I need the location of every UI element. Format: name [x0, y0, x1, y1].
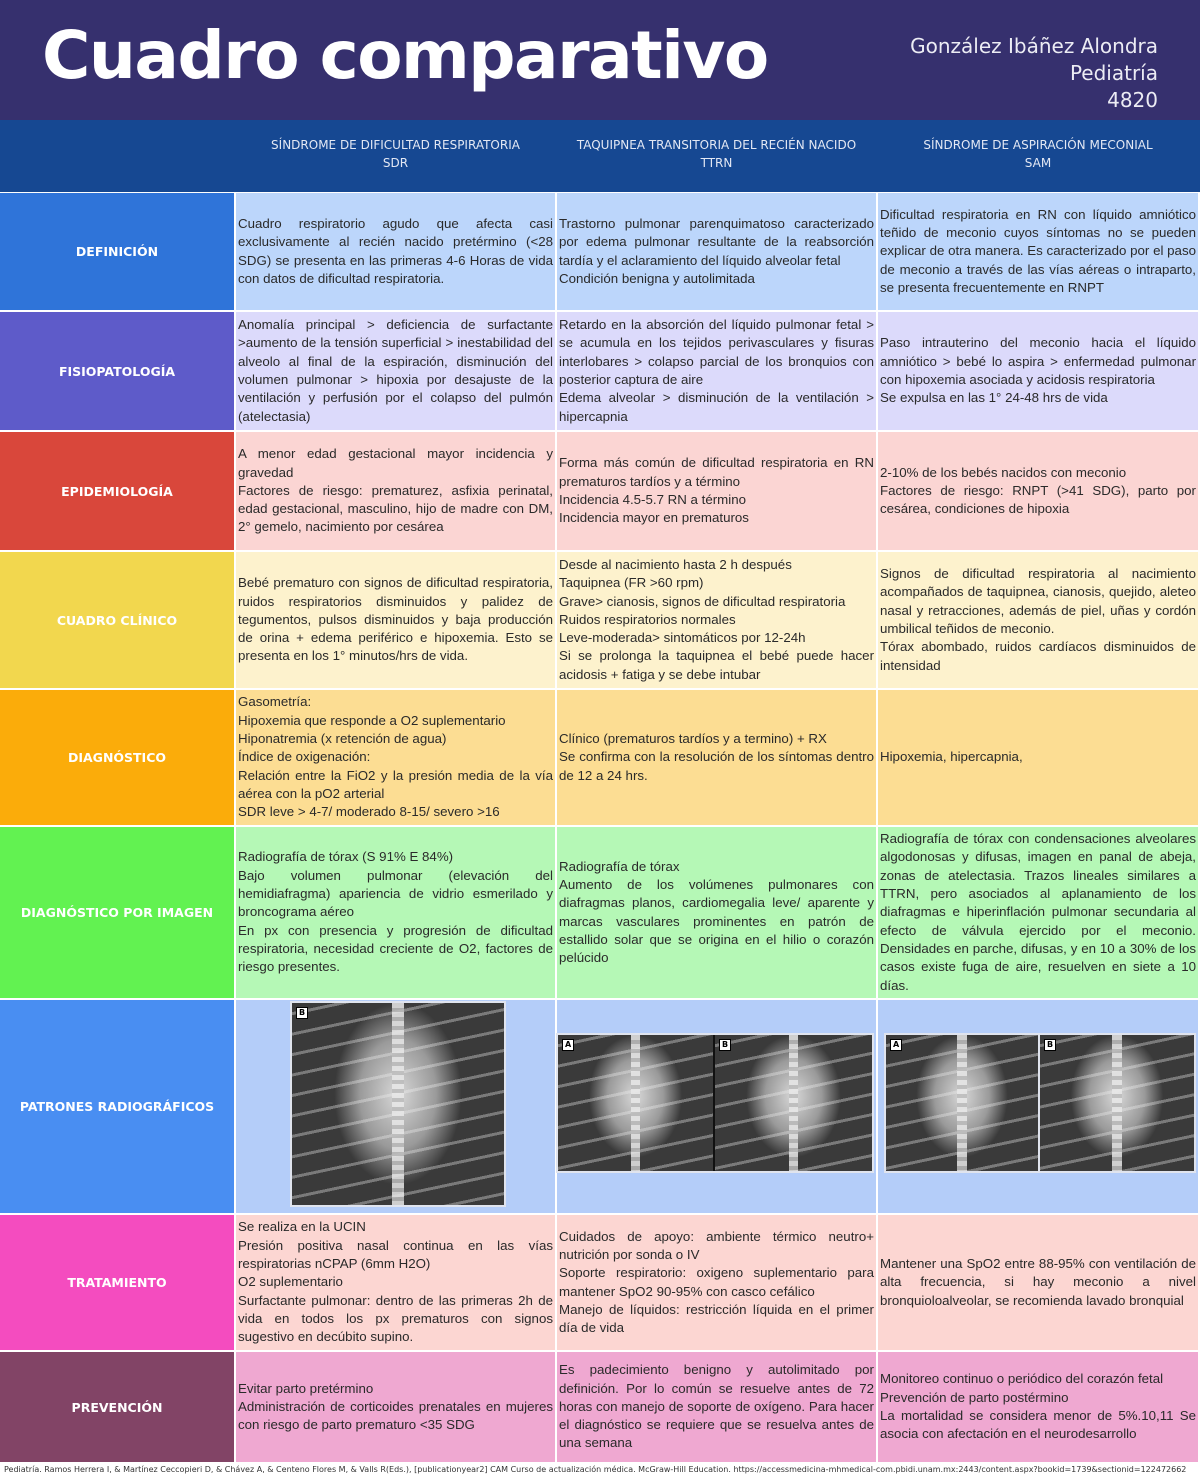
cell-ttrn: Retardo en la absorción del líquido pulm…	[557, 312, 876, 430]
cell-sam: Mantener una SpO2 entre 88-95% con venti…	[878, 1215, 1198, 1350]
column-title: SÍNDROME DE DIFICULTAD RESPIRATORIA	[271, 138, 520, 152]
subject-name: Pediatría	[1069, 61, 1158, 85]
xray-tag: A	[890, 1039, 903, 1051]
row-label: PREVENCIÓN	[0, 1352, 234, 1462]
cell-ttrn: Clínico (prematuros tardíos y a termino)…	[557, 690, 876, 825]
row-label: EPIDEMIOLOGÍA	[0, 432, 234, 550]
cell-text: Mantener una SpO2 entre 88-95% con venti…	[880, 1256, 1196, 1308]
column-abbr: SAM	[1024, 156, 1052, 170]
row-fisiopatologia: FISIOPATOLOGÍA Anomalía principal > defi…	[0, 312, 1200, 430]
cell-text: Dificultad respiratoria en RN con líquid…	[880, 206, 1196, 295]
cell-sdr: Se realiza en la UCIN Presión positiva n…	[236, 1215, 555, 1350]
cell-text: Radiografía de tórax (S 91% E 84%) Bajo …	[238, 849, 553, 975]
cell-ttrn: Radiografía de tórax Aumento de los volú…	[557, 827, 876, 998]
xray-icon: A	[558, 1035, 715, 1171]
cell-sdr: Bebé prematuro con signos de dificultad …	[236, 552, 555, 688]
xray-icon: A	[886, 1035, 1040, 1171]
column-title: TAQUIPNEA TRANSITORIA DEL RECIÉN NACIDO	[576, 138, 857, 152]
xray-icon: B	[1040, 1035, 1194, 1171]
cell-sdr: Anomalía principal > deficiencia de surf…	[236, 312, 555, 430]
row-prevencion: PREVENCIÓN Evitar parto pretérmino Admin…	[0, 1352, 1200, 1462]
cell-sam: Hipoxemia, hipercapnia,	[878, 690, 1198, 825]
cell-sam: Paso intrauterino del meconio hacia el l…	[878, 312, 1198, 430]
xray-tag: B	[1044, 1039, 1057, 1051]
cell-ttrn: Forma más común de dificultad respirator…	[557, 432, 876, 550]
row-cuadro-clinico: CUADRO CLÍNICO Bebé prematuro con signos…	[0, 552, 1200, 688]
cell-text: Cuidados de apoyo: ambiente térmico neut…	[559, 1228, 874, 1336]
cell-text: Radiografía de tórax con condensaciones …	[880, 831, 1196, 993]
cell-sam: Monitoreo continuo o periódico del coraz…	[878, 1352, 1198, 1462]
cell-text: Paso intrauterino del meconio hacia el l…	[880, 335, 1196, 406]
row-diagnostico-imagen: DIAGNÓSTICO POR IMAGEN Radiografía de tó…	[0, 827, 1200, 998]
cell-text: Es padecimiento benigno y autolimitado p…	[559, 1362, 874, 1451]
cell-sdr: Gasometría: Hipoxemia que responde a O2 …	[236, 690, 555, 825]
xray-tag: B	[296, 1007, 309, 1019]
cell-text: Hipoxemia, hipercapnia,	[880, 749, 1023, 765]
cell-sam: Radiografía de tórax con condensaciones …	[878, 827, 1198, 998]
cell-text: Forma más común de dificultad respirator…	[559, 455, 874, 526]
cell-text: 2-10% de los bebés nacidos con meconio F…	[880, 464, 1196, 517]
column-abbr: TTRN	[700, 156, 733, 170]
cell-ttrn: Cuidados de apoyo: ambiente térmico neut…	[557, 1215, 876, 1350]
cell-sdr-image: B	[236, 1000, 555, 1213]
cell-ttrn: Desde al nacimiento hasta 2 h después Ta…	[557, 552, 876, 688]
cell-text: Cuadro respiratorio agudo que afecta cas…	[238, 215, 553, 286]
cell-text: Trastorno pulmonar parenquimatoso caract…	[559, 215, 874, 286]
page-title: Cuadro comparativo	[42, 17, 769, 94]
row-label: TRATAMIENTO	[0, 1215, 234, 1350]
column-header-sdr: SÍNDROME DE DIFICULTAD RESPIRATORIA SDR	[236, 136, 555, 172]
cell-text: A menor edad gestacional mayor incidenci…	[238, 446, 553, 535]
cell-sam-image: A B	[878, 1000, 1198, 1213]
row-label: DIAGNÓSTICO	[0, 690, 234, 825]
column-header-sam: SÍNDROME DE ASPIRACIÓN MECONIAL SAM	[878, 136, 1198, 172]
row-label: DIAGNÓSTICO POR IMAGEN	[0, 827, 234, 998]
row-label: CUADRO CLÍNICO	[0, 552, 234, 688]
cell-text: Radiografía de tórax Aumento de los volú…	[559, 858, 874, 966]
author-block: González Ibáñez Alondra Pediatría 4820	[910, 33, 1158, 114]
column-title: SÍNDROME DE ASPIRACIÓN MECONIAL	[923, 138, 1153, 152]
column-header-band: SÍNDROME DE DIFICULTAD RESPIRATORIA SDR …	[0, 120, 1200, 192]
cell-text: Anomalía principal > deficiencia de surf…	[238, 317, 553, 424]
xray-image-sdr: B	[290, 1001, 506, 1207]
column-abbr: SDR	[382, 156, 409, 170]
cell-text: Evitar parto pretérmino Administración d…	[238, 1380, 553, 1433]
xray-icon	[292, 1003, 504, 1205]
cell-text: Bebé prematuro con signos de dificultad …	[238, 575, 553, 664]
cell-text: Desde al nacimiento hasta 2 h después Ta…	[559, 556, 874, 682]
column-header-ttrn: TAQUIPNEA TRANSITORIA DEL RECIÉN NACIDO …	[557, 136, 876, 172]
cell-text: Retardo en la absorción del líquido pulm…	[559, 317, 874, 424]
citation-footer: Pediatría. Ramos Herrera I, & Martínez C…	[4, 1465, 1187, 1474]
cell-sam: Signos de dificultad respiratoria al nac…	[878, 552, 1198, 688]
cell-ttrn: Trastorno pulmonar parenquimatoso caract…	[557, 193, 876, 310]
cell-sdr: A menor edad gestacional mayor incidenci…	[236, 432, 555, 550]
xray-tag: A	[562, 1039, 575, 1051]
row-definicion: DEFINICIÓN Cuadro respiratorio agudo que…	[0, 193, 1200, 310]
cell-text: Gasometría: Hipoxemia que responde a O2 …	[238, 694, 553, 820]
cell-ttrn: Es padecimiento benigno y autolimitado p…	[557, 1352, 876, 1462]
cell-sdr: Radiografía de tórax (S 91% E 84%) Bajo …	[236, 827, 555, 998]
cell-sdr: Evitar parto pretérmino Administración d…	[236, 1352, 555, 1462]
row-diagnostico: DIAGNÓSTICO Gasometría: Hipoxemia que re…	[0, 690, 1200, 825]
xray-icon: B	[715, 1035, 872, 1171]
row-label: PATRONES RADIOGRÁFICOS	[0, 1000, 234, 1213]
row-label: DEFINICIÓN	[0, 193, 234, 310]
row-tratamiento: TRATAMIENTO Se realiza en la UCIN Presió…	[0, 1215, 1200, 1350]
row-epidemiologia: EPIDEMIOLOGÍA A menor edad gestacional m…	[0, 432, 1200, 550]
cell-ttrn-image: A B	[556, 1000, 876, 1213]
cell-text: Clínico (prematuros tardíos y a termino)…	[559, 731, 874, 783]
cell-text: Signos de dificultad respiratoria al nac…	[880, 566, 1196, 673]
xray-image-ttrn: A B	[556, 1033, 874, 1173]
row-label: FISIOPATOLOGÍA	[0, 312, 234, 430]
cell-sam: 2-10% de los bebés nacidos con meconio F…	[878, 432, 1198, 550]
cell-text: Monitoreo continuo o periódico del coraz…	[880, 1371, 1196, 1442]
xray-image-sam: A B	[884, 1033, 1196, 1173]
xray-tag: B	[719, 1039, 732, 1051]
row-patrones-radiograficos: PATRONES RADIOGRÁFICOS B A B A B	[0, 1000, 1200, 1213]
student-number: 4820	[1107, 88, 1158, 112]
cell-sdr: Cuadro respiratorio agudo que afecta cas…	[236, 193, 555, 310]
cell-sam: Dificultad respiratoria en RN con líquid…	[878, 193, 1198, 310]
cell-text: Se realiza en la UCIN Presión positiva n…	[238, 1219, 553, 1345]
author-name: González Ibáñez Alondra	[910, 34, 1158, 58]
page-header: Cuadro comparativo González Ibáñez Alond…	[0, 0, 1200, 120]
